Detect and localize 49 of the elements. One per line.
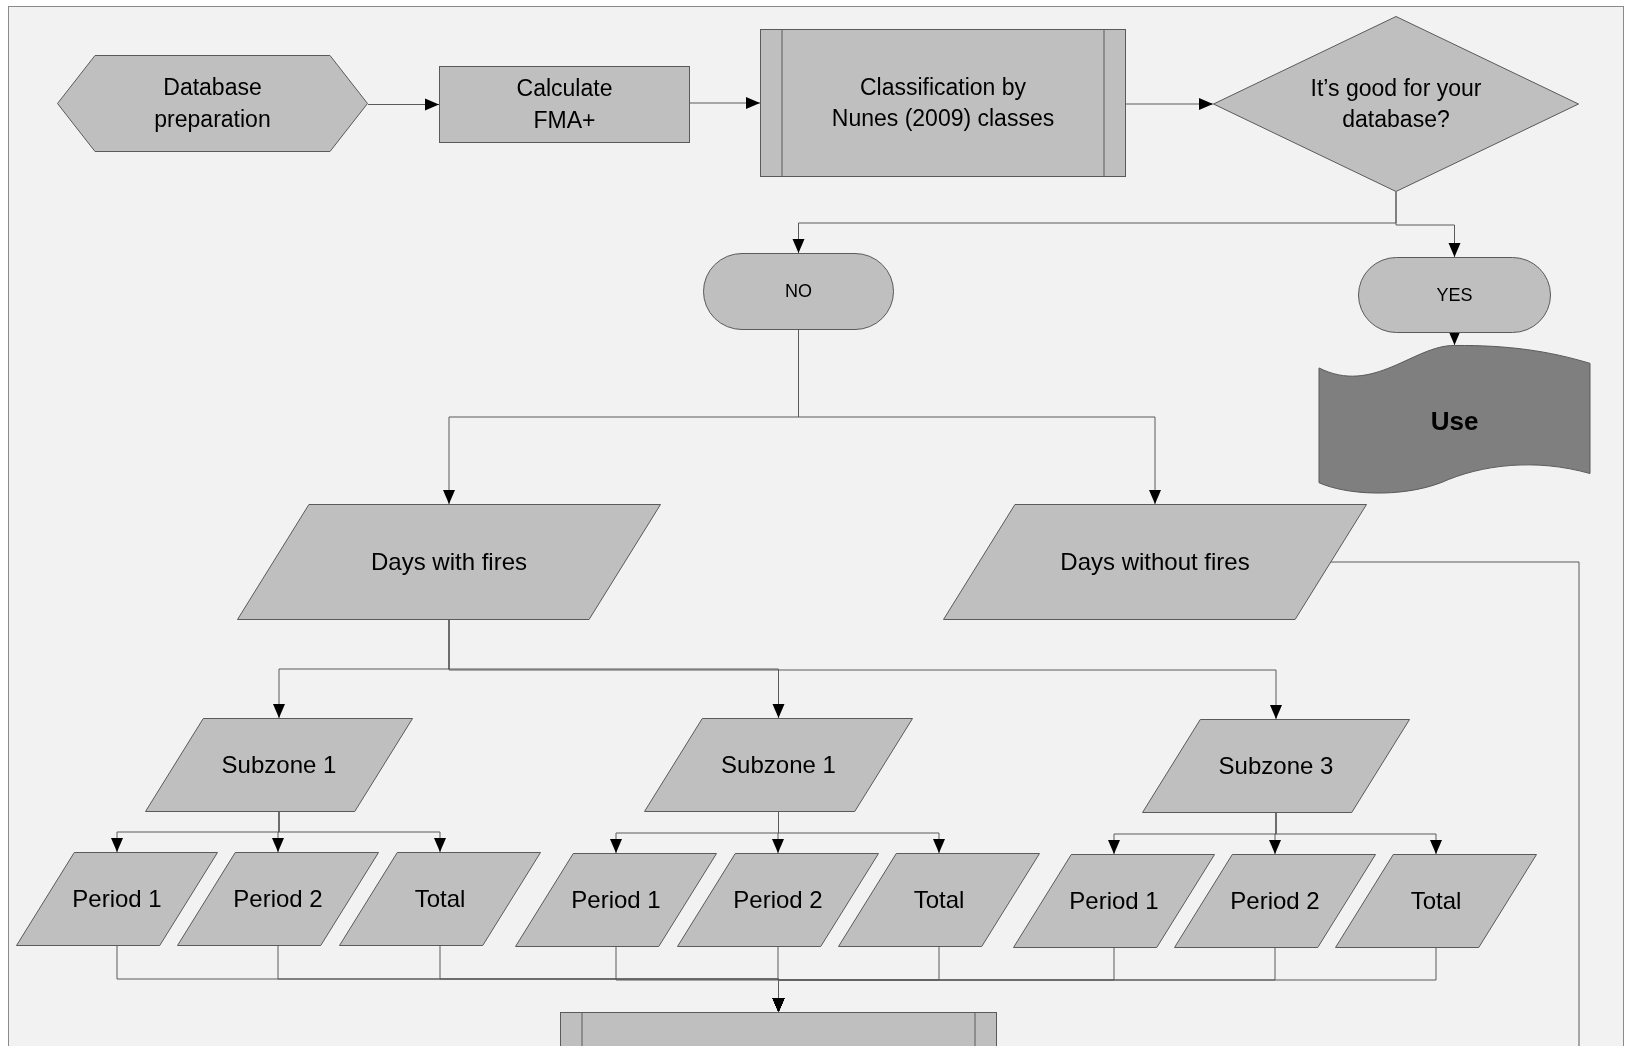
arrow: [448, 619, 1282, 720]
data-parallelogram: [237, 504, 661, 620]
node-label: Days without fires: [1060, 546, 1250, 577]
arrow: [1125, 98, 1214, 110]
node-label: Subzone 3: [1218, 750, 1334, 781]
data-parallelogram: [1142, 719, 1410, 813]
data-parallelogram: [1174, 854, 1376, 948]
data-parallelogram: [145, 718, 413, 812]
node-label: Days with fires: [370, 546, 527, 577]
node-label: Total: [913, 884, 965, 915]
node-label: Period 2: [1230, 885, 1320, 916]
node-label: It’s good for your database?: [1309, 73, 1483, 134]
node-label: Subzone 1: [721, 749, 836, 780]
node-label: Calculate FMA+: [515, 74, 614, 135]
predefined-process-box: [760, 29, 1126, 177]
node-label: YES: [1436, 283, 1473, 307]
data-parallelogram: [943, 504, 1367, 620]
node-label: Period 1: [72, 883, 162, 914]
node-label: Total: [1410, 885, 1462, 916]
arrow: [367, 98, 440, 111]
process-box: [439, 66, 690, 143]
node-label: Classification by Nunes (2009) classes: [830, 72, 1056, 133]
node-label: Period 2: [733, 884, 823, 915]
connector-line: [1330, 561, 1580, 1046]
node-label: Period 2: [233, 883, 323, 914]
preparation-hexagon: [57, 55, 368, 152]
decision-diamond: [1213, 16, 1579, 192]
data-parallelogram: [1013, 854, 1215, 948]
node-label: Period 1: [1069, 885, 1159, 916]
data-parallelogram: [1335, 854, 1537, 948]
arrow: [689, 97, 761, 109]
data-parallelogram: [339, 852, 541, 946]
data-parallelogram: [515, 853, 717, 947]
data-parallelogram: [177, 852, 379, 946]
node-label: Subzone 1: [221, 749, 337, 780]
node-label: Period 1: [571, 884, 661, 915]
data-parallelogram: [16, 852, 218, 946]
arrow: [1275, 812, 1442, 855]
arrow: [772, 947, 1437, 1013]
arrow: [278, 811, 446, 853]
data-parallelogram: [838, 853, 1040, 947]
arrow: [1395, 191, 1461, 258]
node-label: Use: [1430, 404, 1479, 438]
node-label: NO: [785, 280, 812, 304]
node-label: Total: [414, 883, 466, 914]
data-parallelogram: [644, 718, 913, 812]
node-label: Database preparation: [153, 73, 272, 134]
arrow: [1448, 331, 1461, 346]
data-parallelogram: [677, 853, 879, 947]
